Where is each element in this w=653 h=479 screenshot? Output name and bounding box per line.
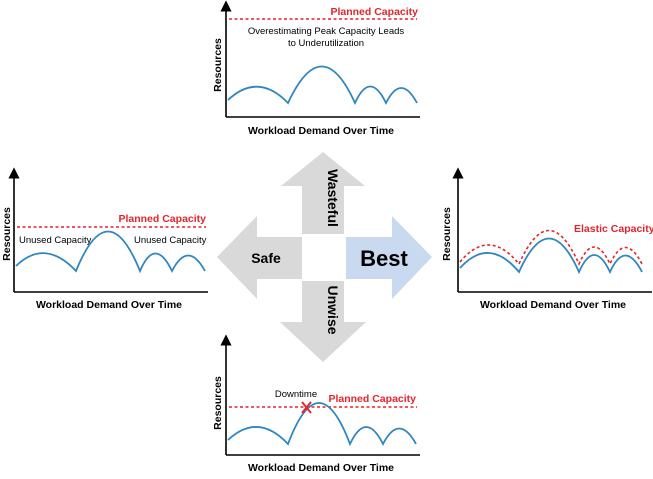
safe-label: Safe bbox=[251, 250, 281, 266]
best-label: Best bbox=[360, 246, 408, 271]
unwise-label: Unwise bbox=[325, 285, 341, 334]
planned-capacity-label: Planned Capacity bbox=[328, 393, 416, 405]
unused-capacity-note-left: Unused Capacity bbox=[19, 235, 92, 246]
underutilization-note-line2: to Underutilization bbox=[288, 38, 364, 49]
downtime-x-mark-icon bbox=[301, 401, 312, 414]
direction-arrows: Wasteful Unwise Safe Best bbox=[217, 152, 432, 362]
x-axis-label: Workload Demand Over Time bbox=[248, 462, 394, 474]
best-arrow bbox=[346, 216, 432, 299]
x-axis-label: Workload Demand Over Time bbox=[248, 125, 394, 137]
demand-curve bbox=[227, 65, 418, 106]
elastic-capacity-curve bbox=[459, 229, 643, 266]
x-axis-label: Workload Demand Over Time bbox=[36, 299, 182, 311]
unused-capacity-note-right: Unused Capacity bbox=[134, 235, 207, 246]
y-axis-label: Resources bbox=[1, 207, 13, 261]
top-panel: Planned Capacity Overestimating Peak Cap… bbox=[212, 0, 420, 137]
demand-curve bbox=[227, 402, 417, 447]
demand-curve bbox=[459, 237, 643, 275]
safe-arrow bbox=[217, 216, 302, 299]
x-axis-label: Workload Demand Over Time bbox=[480, 299, 626, 311]
planned-capacity-label: Planned Capacity bbox=[118, 213, 206, 225]
left-panel: Planned Capacity Unused Capacity Unused … bbox=[1, 167, 208, 311]
planned-capacity-label: Planned Capacity bbox=[330, 6, 418, 18]
wasteful-arrow bbox=[281, 152, 365, 234]
y-axis-label: Resources bbox=[441, 207, 453, 261]
elastic-capacity-label: Elastic Capacity bbox=[574, 223, 653, 235]
unwise-arrow bbox=[280, 281, 366, 362]
downtime-note: Downtime bbox=[275, 389, 317, 400]
right-panel: Elastic Capacity Resources Workload Dema… bbox=[441, 167, 653, 311]
bottom-panel: Planned Capacity Downtime Resources Work… bbox=[212, 334, 420, 474]
wasteful-label: Wasteful bbox=[325, 169, 341, 227]
y-axis-label: Resources bbox=[212, 376, 224, 430]
y-axis-label: Resources bbox=[212, 38, 224, 92]
underutilization-note-line1: Overestimating Peak Capacity Leads bbox=[248, 26, 405, 37]
demand-curve bbox=[15, 230, 206, 274]
